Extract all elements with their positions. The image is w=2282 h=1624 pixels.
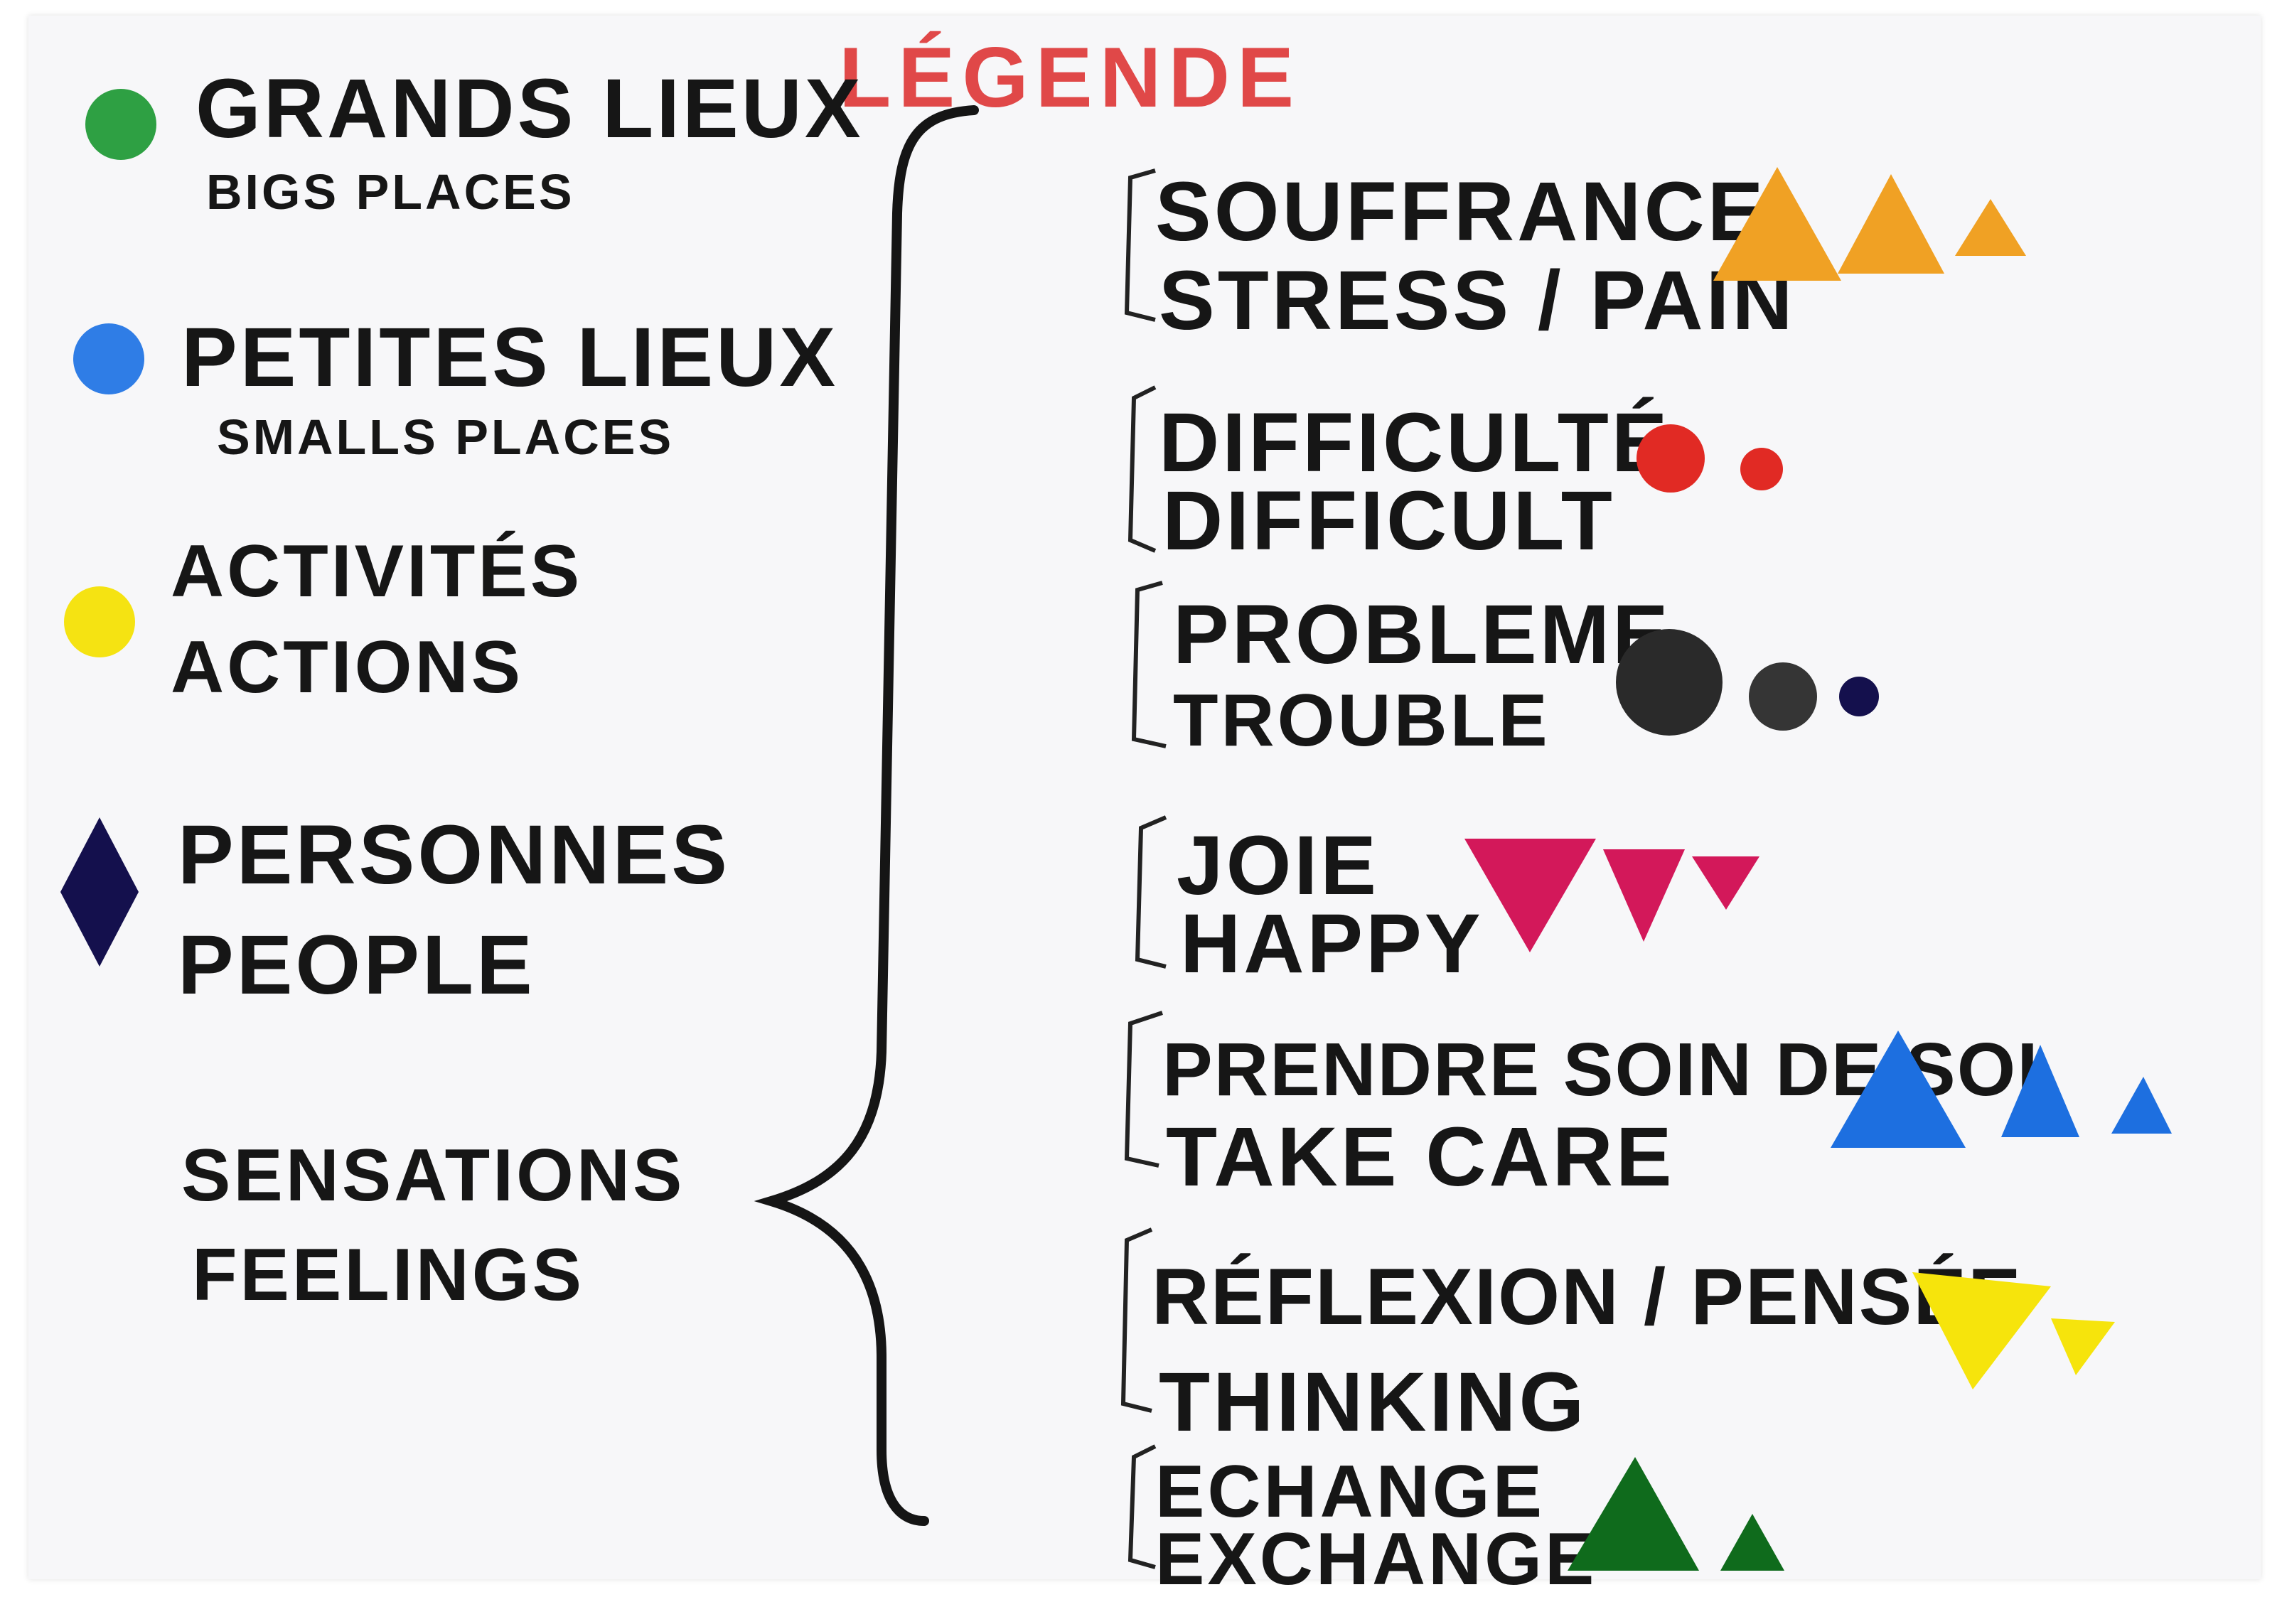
- bracket-mark: [1124, 1011, 1163, 1168]
- yellow-dot-icon: [64, 586, 135, 657]
- red-dot-icon: [1636, 424, 1783, 493]
- feeling-label-en: STRESS / PAIN: [1159, 254, 1796, 348]
- category-label-en: PEOPLE: [178, 918, 535, 1012]
- bracket-mark: [1120, 1227, 1153, 1413]
- legend-title: LÉGENDE: [839, 30, 1302, 125]
- feeling-label-en: TROUBLE: [1173, 679, 1550, 762]
- category-label-fr: GRANDS LIEUX: [195, 62, 864, 156]
- green-triangle-icon: [1568, 1457, 1784, 1571]
- category-label-en: FEELINGS: [192, 1234, 585, 1316]
- feeling-label-en: THINKING: [1159, 1355, 1587, 1449]
- blue-triangle-icon: [1831, 1031, 2172, 1148]
- blue-dot-icon: [73, 323, 144, 394]
- feeling-label-en: DIFFICULT: [1162, 474, 1615, 568]
- bracket-mark: [1124, 168, 1156, 322]
- feeling-label-fr: ECHANGE: [1155, 1451, 1546, 1533]
- orange-triangle-icon: [1713, 167, 2026, 281]
- feeling-label-fr: JOIE: [1177, 819, 1379, 913]
- category-label-en: SMALLS PLACES: [217, 409, 675, 465]
- curly-brace: [754, 105, 979, 1526]
- feeling-label-en: HAPPY: [1180, 897, 1484, 991]
- category-label-fr: PETITES LIEUX: [181, 311, 839, 404]
- bracket-mark: [1131, 581, 1167, 748]
- bracket-mark: [1127, 1444, 1157, 1569]
- feeling-label-fr: PROBLEME: [1173, 588, 1671, 682]
- feeling-label-en: EXCHANGE: [1155, 1518, 1597, 1601]
- category-label-fr: PERSONNES: [178, 808, 730, 902]
- yellow-triangle-down-icon: [1912, 1272, 2115, 1389]
- green-dot-icon: [85, 89, 156, 160]
- legend-sheet: [28, 16, 2261, 1579]
- navy-diamond-icon: [60, 817, 139, 967]
- black-dot-icon: [1616, 629, 1879, 736]
- bracket-mark: [1127, 385, 1157, 553]
- feeling-label-fr: SOUFFRANCE: [1155, 165, 1767, 259]
- category-label-fr: SENSATIONS: [181, 1134, 685, 1217]
- category-label-fr: ACTIVITÉS: [171, 530, 583, 613]
- feeling-label-fr: RÉFLEXION / PENSÉE: [1152, 1252, 2023, 1341]
- category-label-en: BIGS PLACES: [206, 164, 575, 220]
- category-label-en: ACTIONS: [171, 626, 523, 709]
- magenta-triangle-down-icon: [1464, 839, 1759, 952]
- feeling-label-en: TAKE CARE: [1166, 1110, 1675, 1204]
- bracket-mark: [1135, 815, 1167, 969]
- feeling-label-fr: DIFFICULTÉ: [1159, 396, 1671, 490]
